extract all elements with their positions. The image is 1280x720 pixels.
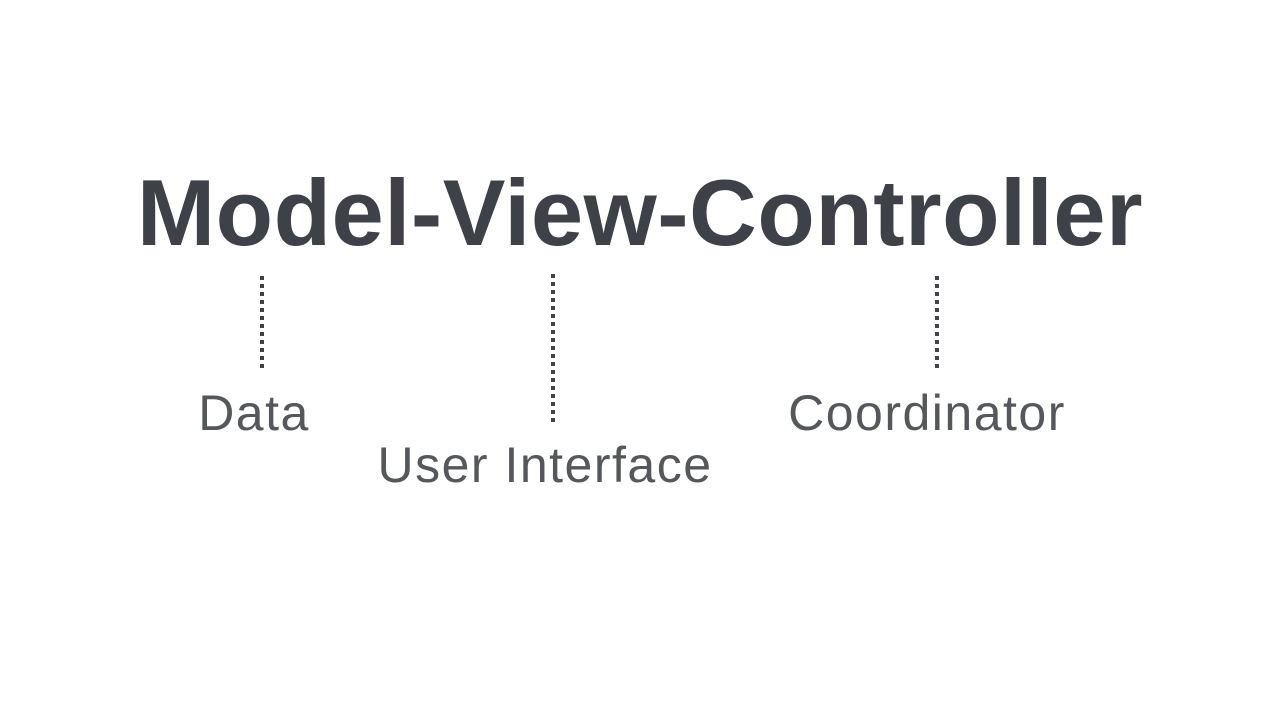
view-dotted-connector: [551, 274, 555, 422]
model-dotted-connector: [260, 276, 264, 368]
view-annotation-label: User Interface: [377, 437, 713, 493]
controller-dotted-connector: [935, 276, 939, 368]
controller-annotation-label: Coordinator: [788, 385, 1066, 441]
diagram-title: Model-View-Controller: [136, 160, 1144, 265]
model-annotation-label: Data: [198, 385, 310, 441]
